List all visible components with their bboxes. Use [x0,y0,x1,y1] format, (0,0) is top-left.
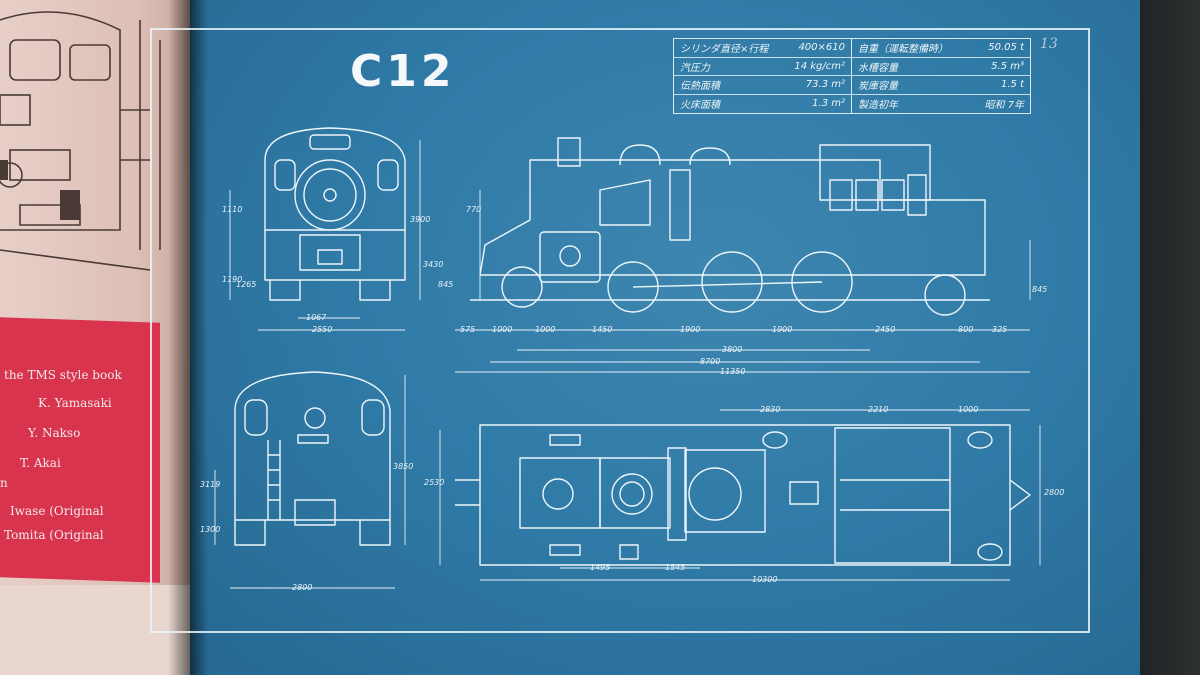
dimension-label: 1450 [592,325,613,334]
dimension-label: 10300 [752,575,778,584]
dimension-label: 1900 [772,325,793,334]
dimension-label: 2800 [1044,488,1065,497]
dimension-label: 3119 [200,480,221,489]
dimension-label: 1900 [680,325,701,334]
dimension-label: 11350 [720,367,746,376]
dimension-label: 2830 [760,405,781,414]
rear-view-drawing [234,371,391,546]
dimension-label: 2800 [292,583,313,592]
dimension-label: 1190 [222,275,243,284]
dimension-label: 1000 [958,405,979,414]
blueprint-frame [150,28,1090,633]
dimension-label: 770 [466,205,482,214]
dimension-label: 3850 [393,462,414,471]
spec-row: 製造初年昭和 7年 [858,100,1024,112]
left-page-drawing [0,11,161,271]
dimension-label: 845 [1032,285,1048,294]
credit-line: n [0,476,8,490]
dimension-label: 1495 [590,563,611,572]
front-view-drawing [264,127,406,301]
credit-line: K. Yamasaki [38,396,112,410]
dimension-label: 1110 [222,205,243,214]
dimension-label: 2550 [312,325,333,334]
dimension-label: 3800 [722,345,743,354]
blueprint-page [190,0,1140,675]
side-view-drawing [470,137,990,316]
credit-line: the TMS style book [4,368,122,382]
dimension-label: 1067 [306,313,327,322]
top-view-drawing [455,424,1031,566]
dimension-label: 1000 [535,325,556,334]
dimension-label: 1265 [236,280,257,289]
page-number: 13 [1040,36,1058,52]
left-page-lower [0,585,190,675]
dimension-label: 2530 [424,478,445,487]
dimension-label: 3900 [410,215,431,224]
model-title: C12 [350,46,456,97]
dimension-label: 1545 [665,563,686,572]
dimension-label: 1000 [492,325,513,334]
left-page: the TMS style book K. Yamasaki Y. Nakso … [0,0,190,675]
credit-line: T. Akai [20,456,61,470]
dimension-label: 575 [460,325,476,334]
page-gutter [168,0,208,675]
dimension-label: 325 [992,325,1008,334]
page-edge [1140,0,1200,675]
dimension-label: 1300 [200,525,221,534]
spec-row: 自重（運転整備時）50.05 t [852,39,1030,58]
dimension-label: 2450 [875,325,896,334]
credit-line: Y. Nakso [28,426,81,440]
dimension-label: 8700 [700,357,721,366]
credit-line: Iwase (Original [10,504,104,518]
dimension-label: 800 [958,325,974,334]
dimension-label: 2210 [868,405,889,414]
credit-line: Tomita (Original [4,528,104,542]
dimension-label: 3430 [423,260,444,269]
dimension-label: 845 [438,280,454,289]
